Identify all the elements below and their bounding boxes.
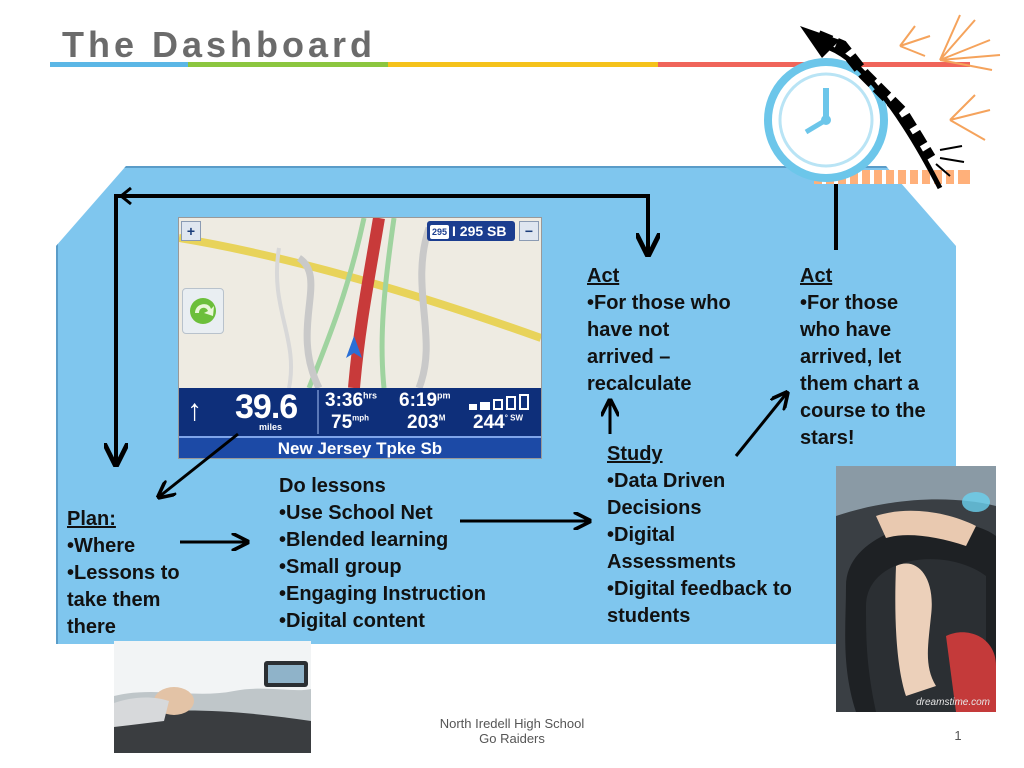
study-line: •Data Driven bbox=[607, 470, 726, 492]
plan-line: •Lessons to bbox=[67, 562, 180, 584]
gps-to-plan-arrow bbox=[160, 432, 239, 496]
steering-wheel-illustration bbox=[836, 466, 996, 712]
study-line: students bbox=[607, 605, 691, 627]
driver-gps-illustration bbox=[114, 641, 311, 753]
act-stars-line: who have bbox=[800, 319, 892, 341]
act-stars-line: •For those bbox=[800, 292, 899, 314]
act-stars-line: them chart a bbox=[800, 373, 919, 395]
study-line: Decisions bbox=[607, 497, 702, 519]
act-stars-line: stars! bbox=[800, 427, 855, 449]
driver-gps-photo bbox=[114, 641, 311, 753]
page-title: The Dashboard bbox=[62, 24, 377, 65]
plan-line: take them bbox=[67, 589, 161, 611]
footer-school: North Iredell High School Go Raiders bbox=[400, 716, 624, 746]
do-line: •Small group bbox=[279, 556, 402, 578]
title-rule-blue bbox=[50, 62, 188, 67]
do-block: Do lessons •Use School Net •Blended lear… bbox=[279, 473, 486, 635]
act-stars-line: course to the bbox=[800, 400, 926, 422]
title-rule-yellow bbox=[388, 62, 658, 67]
footer-school-name: North Iredell High School bbox=[439, 716, 585, 731]
clock-fireworks-illustration bbox=[764, 14, 1001, 190]
title-rule-green bbox=[188, 62, 388, 67]
plan-block: Plan: •Where •Lessons to take them there bbox=[67, 506, 180, 641]
study-line: •Digital feedback to bbox=[607, 578, 792, 600]
plan-line: there bbox=[67, 616, 116, 638]
act-stars-block: Act •For those who have arrived, let the… bbox=[800, 263, 926, 452]
footer-motto: Go Raiders bbox=[479, 731, 545, 746]
steering-wheel-photo: dreamstime.com bbox=[836, 466, 996, 712]
plan-heading: Plan: bbox=[67, 508, 116, 530]
act-stars-heading: Act bbox=[800, 265, 833, 287]
watermark: dreamstime.com bbox=[916, 697, 990, 708]
do-heading: Do lessons bbox=[279, 475, 386, 497]
act-stars-line: arrived, let bbox=[800, 346, 902, 368]
do-line: •Engaging Instruction bbox=[279, 583, 486, 605]
do-line: •Digital content bbox=[279, 610, 425, 632]
study-line: •Digital bbox=[607, 524, 676, 546]
do-line: •Blended learning bbox=[279, 529, 449, 551]
do-line: •Use School Net bbox=[279, 502, 433, 524]
loop-arrow bbox=[116, 186, 648, 462]
study-line: Assessments bbox=[607, 551, 736, 573]
plan-line: •Where bbox=[67, 535, 136, 557]
page-number: 1 bbox=[954, 728, 962, 743]
study-to-stars-arrow bbox=[734, 394, 786, 457]
